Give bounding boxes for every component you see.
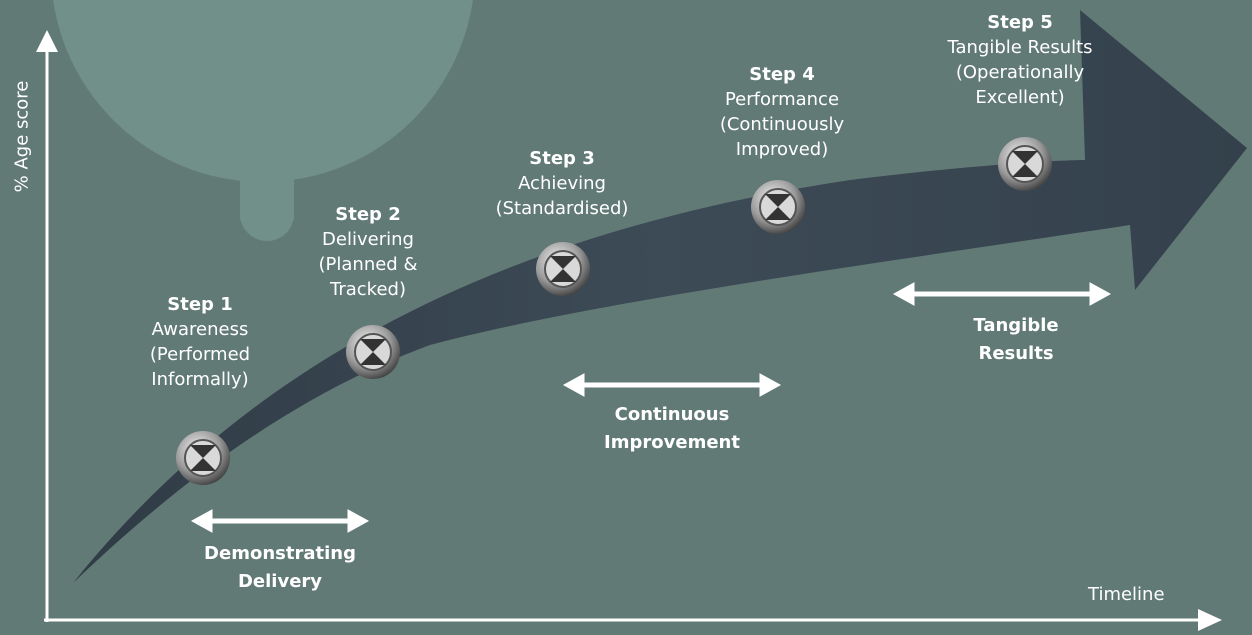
phase-3-double-arrow — [892, 282, 1112, 306]
phase-3-line-2: Results — [978, 343, 1054, 364]
step-1-label: Step 1 Awareness (Performed Informally) — [120, 292, 280, 392]
phase-3-label: Tangible Results — [916, 312, 1116, 368]
step-5-title: Step 5 — [987, 12, 1053, 33]
phase-1-line-1: Demonstrating — [204, 543, 356, 564]
step-4-marker — [751, 180, 805, 234]
step-5-line-3: Excellent) — [975, 87, 1065, 108]
step-1-title: Step 1 — [167, 294, 233, 315]
step-2-line-1: Delivering — [322, 229, 414, 250]
step-3-label: Step 3 Achieving (Standardised) — [472, 146, 652, 221]
step-2-marker — [346, 325, 400, 379]
phase-2-line-2: Improvement — [604, 432, 740, 453]
decorative-circle — [53, 0, 473, 182]
step-4-label: Step 4 Performance (Continuously Improve… — [692, 62, 872, 162]
step-5-marker — [998, 137, 1052, 191]
step-4-title: Step 4 — [749, 64, 815, 85]
step-5-line-1: Tangible Results — [947, 37, 1093, 58]
x-axis-label: Timeline — [1088, 584, 1165, 605]
step-2-title: Step 2 — [335, 204, 401, 225]
step-1-line-3: Informally) — [151, 369, 249, 390]
step-3-line-1: Achieving — [518, 173, 606, 194]
step-3-marker — [536, 242, 590, 296]
step-2-line-3: Tracked) — [330, 279, 406, 300]
phase-2-double-arrow — [562, 373, 782, 397]
phase-2-line-1: Continuous — [614, 404, 730, 425]
step-5-label: Step 5 Tangible Results (Operationally E… — [920, 10, 1120, 110]
phase-3-line-1: Tangible — [973, 315, 1059, 336]
step-2-line-2: (Planned & — [318, 254, 418, 275]
phase-2-label: Continuous Improvement — [572, 401, 772, 457]
step-3-line-2: (Standardised) — [495, 198, 629, 219]
y-axis — [36, 30, 58, 622]
step-5-line-2: (Operationally — [955, 62, 1085, 83]
step-4-line-1: Performance — [724, 89, 840, 110]
step-4-line-2: (Continuously — [719, 114, 845, 135]
step-2-label: Step 2 Delivering (Planned & Tracked) — [288, 202, 448, 302]
step-1-marker — [176, 431, 230, 485]
step-1-line-2: (Performed — [149, 344, 251, 365]
y-axis-label: % Age score — [11, 80, 33, 193]
phase-1-label: Demonstrating Delivery — [180, 540, 380, 596]
decorative-tab-end — [240, 187, 294, 241]
step-1-line-1: Awareness — [151, 319, 249, 340]
phase-1-line-2: Delivery — [237, 571, 323, 592]
x-axis — [44, 609, 1222, 631]
step-4-line-3: Improved) — [735, 139, 829, 160]
phase-1-double-arrow — [190, 509, 370, 533]
step-3-title: Step 3 — [529, 148, 595, 169]
progress-arrow — [73, 10, 1247, 583]
